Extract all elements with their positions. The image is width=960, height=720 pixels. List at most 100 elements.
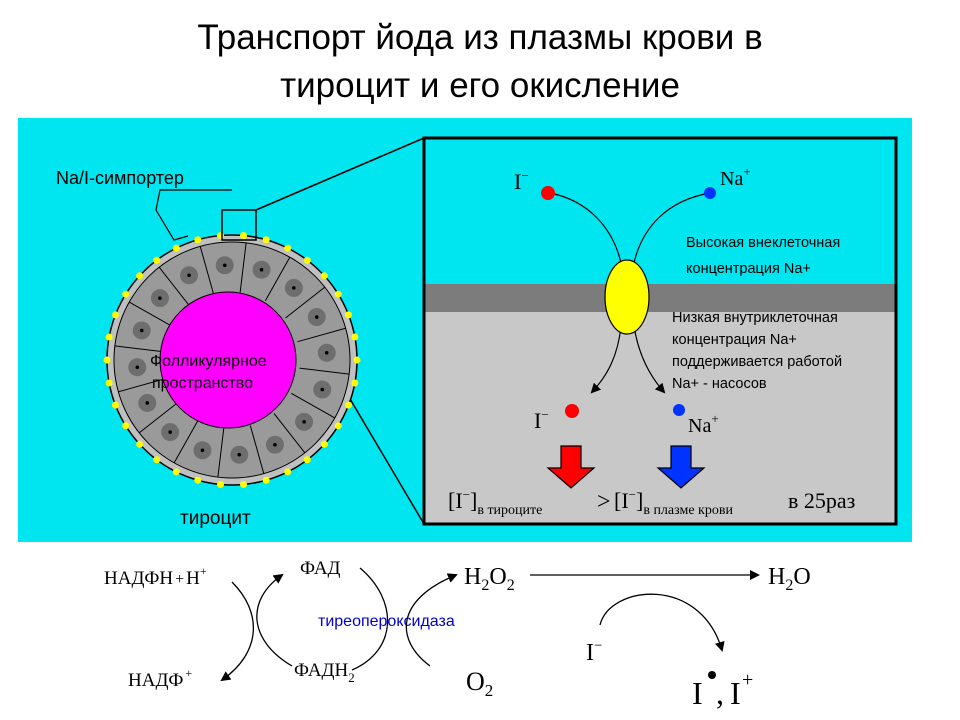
sodium-inside-dot <box>673 404 685 416</box>
enzyme-label: тиреопероксидаза <box>318 613 455 630</box>
title-line-2: тироцит и его окисление <box>280 66 680 105</box>
iodide-outside-label: I− <box>514 168 529 194</box>
nucleolus <box>237 452 242 457</box>
cell-wall <box>297 327 346 343</box>
cell-wall <box>299 367 350 375</box>
follicle-label-line-1: Фолликулярное <box>150 353 267 370</box>
fadh2-to-fad-arrow <box>256 573 293 667</box>
symporter-dot <box>122 290 130 298</box>
symporter-dot <box>172 244 180 252</box>
zoom-box <box>221 209 257 241</box>
fadh2-to-h2o2-arrow <box>405 573 458 667</box>
symporter-dot <box>303 456 311 464</box>
symporter-dot <box>334 422 342 430</box>
nadph-to-nadp-arrow <box>220 581 254 682</box>
svg-text:I: I <box>692 675 703 711</box>
symporter-protein <box>604 259 650 335</box>
svg-text:>: > <box>597 489 611 515</box>
cell-wall <box>285 286 326 319</box>
symporter-dot <box>111 311 119 319</box>
nucleolus <box>259 267 264 272</box>
iodide-accumulation-arrow <box>546 445 596 489</box>
fad-label: ФАД <box>300 558 341 579</box>
symporter-dot <box>284 244 292 252</box>
cell-wall <box>118 377 167 393</box>
nucleolus <box>222 263 227 268</box>
symporter-dots <box>103 232 361 488</box>
title-line-1: Транспорт йода из плазмы крови в <box>197 18 763 57</box>
follicle-label-line-2: пространство <box>152 375 253 392</box>
cell-wall <box>291 392 336 419</box>
zoom-line-top <box>255 137 425 211</box>
sodium-path-in <box>631 192 711 273</box>
symporter-dot <box>194 236 202 244</box>
follicular-space <box>159 291 297 429</box>
nucleolus <box>200 448 205 453</box>
svg-text:[I−]в плазме крови: [I−]в плазме крови <box>614 487 733 518</box>
thyrocyte-label: тироцит <box>180 508 251 529</box>
svg-text:,: , <box>716 675 724 711</box>
iodide-to-products-arrow <box>599 593 725 652</box>
radical-dot <box>708 671 716 679</box>
symporter-dot <box>284 468 292 476</box>
o2-label: O2 <box>466 667 493 700</box>
cell-wall <box>158 266 191 307</box>
nucleolus <box>187 273 191 278</box>
nucleolus <box>135 365 140 370</box>
symporter-dot <box>194 476 202 484</box>
follicle <box>103 189 361 488</box>
nadp-label: НАДФ+ <box>128 666 192 691</box>
svg-text:+: + <box>742 669 753 691</box>
symporter-dot <box>105 379 113 387</box>
nucleolus <box>324 350 329 355</box>
cell-wall <box>128 301 173 328</box>
symporter-dot <box>216 480 224 488</box>
h2o-label: H2O <box>768 564 811 594</box>
symporter-dot <box>262 236 270 244</box>
sodium-accumulation-arrow <box>656 445 706 489</box>
inset-contents: I− Na+ I− Na+ Высокая внеклеточная конце… <box>448 164 855 518</box>
nucleolus <box>320 387 325 392</box>
svg-text:[I−]в тироците: [I−]в тироците <box>448 487 542 518</box>
symporter-label: Na/I-симпортер <box>56 168 184 188</box>
cell-wall <box>273 413 306 454</box>
symporter-dot <box>136 440 144 448</box>
symporter-dot <box>240 232 248 240</box>
nucleolus <box>302 420 306 424</box>
nucleolus <box>168 430 172 434</box>
low-concentration-line-2: концентрация Na+ <box>672 332 797 348</box>
nadph-label: НАДФН+Н+ <box>104 564 207 589</box>
symporter-dot <box>351 333 359 341</box>
nucleolus <box>145 401 150 405</box>
nucleolus <box>292 286 296 290</box>
cell-wall <box>264 256 291 301</box>
concentration-formula: [I−]в тироците > [I−]в плазме крови в 25… <box>448 487 855 518</box>
symporter-dot <box>105 333 113 341</box>
reaction-scheme: НАДФН+Н+ НАДФ+ ФАД ФАДН2 тиреопероксидаз… <box>104 558 811 711</box>
sodium-outside-label: Na+ <box>720 164 751 190</box>
iodine-products-label: I , I + <box>692 669 753 711</box>
symporter-dot <box>320 272 328 280</box>
nucleolus <box>314 315 319 319</box>
nucleolus <box>273 442 277 447</box>
symporter-dot <box>240 480 248 488</box>
cell-walls <box>114 242 350 478</box>
symporter-dot <box>345 311 353 319</box>
symporter-dot <box>153 456 161 464</box>
symporter-dot <box>172 468 180 476</box>
symporter-dot <box>216 232 224 240</box>
iodide-reactant-label: I− <box>586 638 602 666</box>
symporter-dot <box>103 356 111 364</box>
symporter-dot <box>334 290 342 298</box>
svg-text:I: I <box>730 675 741 711</box>
low-concentration-line-4: Na+ - насосов <box>672 376 767 392</box>
h2o2-label: H2O2 <box>464 564 515 594</box>
page-title: Транспорт йода из плазмы крови в тироцит… <box>0 14 960 110</box>
sodium-inside-label: Na+ <box>688 411 719 437</box>
low-concentration-line-1: Низкая внутриклеточная <box>672 310 838 326</box>
sodium-path-out <box>633 325 666 394</box>
iodide-inside-dot <box>565 404 579 418</box>
sodium-outside-dot <box>704 187 716 199</box>
symporter-dot <box>262 476 270 484</box>
nucleolus <box>139 328 144 333</box>
